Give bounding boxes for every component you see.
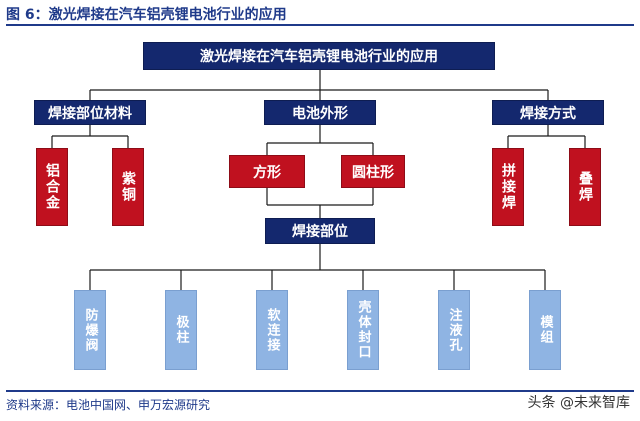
position-terminal: 极柱 (165, 290, 197, 370)
watermark: 头条 @未来智库 (527, 395, 630, 411)
category-material: 焊接部位材料 (34, 100, 146, 125)
category-method: 焊接方式 (492, 100, 604, 125)
material-copper: 紫铜 (112, 148, 144, 226)
method-lap-weld: 叠焊 (569, 148, 601, 226)
root-node: 激光焊接在汽车铝壳锂电池行业的应用 (143, 42, 495, 70)
position-node: 焊接部位 (265, 218, 375, 244)
category-shape: 电池外形 (264, 100, 376, 125)
position-soft-connection: 软连接 (256, 290, 288, 370)
source-rule (6, 390, 634, 392)
source-note: 资料来源：电池中国网、申万宏源研究 (6, 398, 211, 412)
position-fill-hole: 注液孔 (438, 290, 470, 370)
figure-title: 图 6：激光焊接在汽车铝壳锂电池行业的应用 (6, 7, 287, 23)
position-case-sealing: 壳体封口 (347, 290, 379, 370)
position-explosion-valve: 防爆阀 (74, 290, 106, 370)
shape-cylindrical: 圆柱形 (341, 155, 405, 188)
method-butt-weld: 拼接焊 (492, 148, 524, 226)
title-rule (6, 24, 634, 26)
shape-prismatic: 方形 (229, 155, 305, 188)
material-aluminum-alloy: 铝合金 (36, 148, 68, 226)
position-module: 模组 (529, 290, 561, 370)
